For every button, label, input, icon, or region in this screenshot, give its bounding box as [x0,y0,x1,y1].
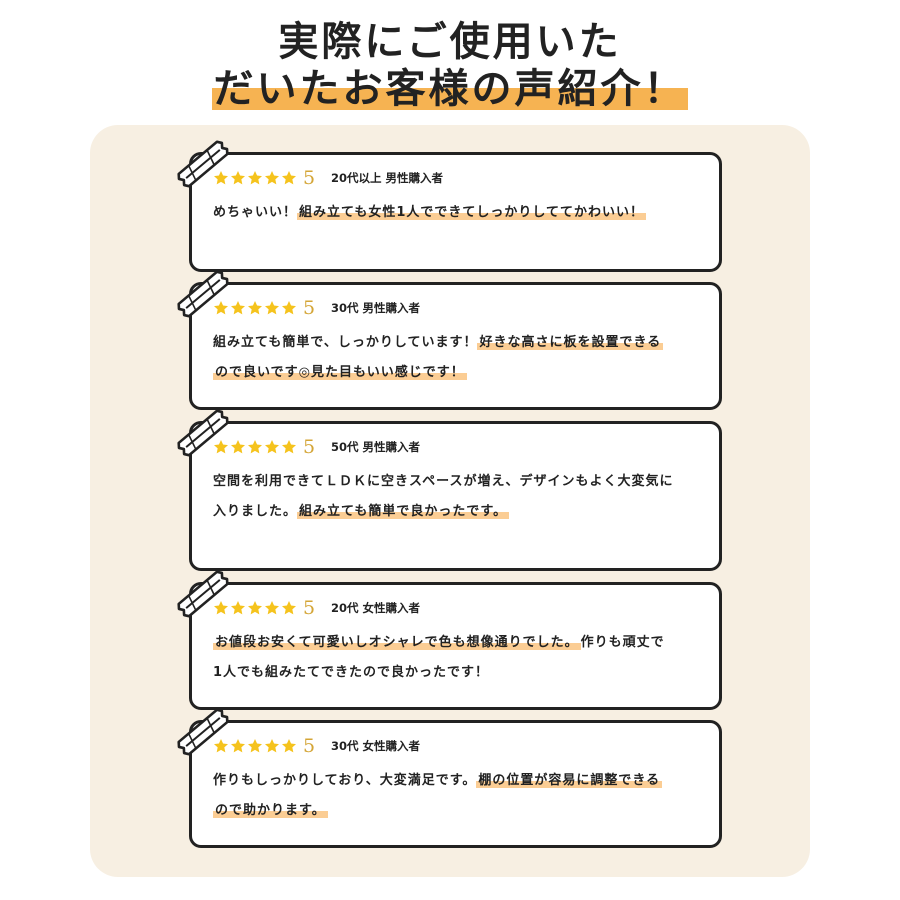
rating-score: 5 [303,735,316,757]
masking-tape-icon [175,138,231,190]
rating-score: 5 [303,297,316,319]
highlighted-text: ので助かります。 [213,803,328,818]
review-text-line: 1人でも組みたてできたので良かったです！ [213,658,719,688]
review-text: 組み立ても簡単で、しっかりしています！好きな高さに板を設置できる ので良いです◎… [213,328,719,388]
reviewer-label: 20代以上 男性購入者 [331,171,444,185]
review-text-line: めちゃいい！組み立ても女性1人でできてしっかりしててかわいい！ [213,198,719,228]
reviewer-label: 20代 女性購入者 [331,601,421,615]
star-icon [282,601,296,615]
review-meta: 5 20代以上 男性購入者 [213,168,719,188]
review-meta: 5 50代 男性購入者 [213,437,719,457]
review-text-line: ので良いです◎見た目もいい感じです！ [213,358,719,388]
review-card: 5 20代以上 男性購入者 めちゃいい！組み立ても女性1人でできてしっかりしてて… [175,138,722,272]
highlighted-text: 棚の位置が容易に調整できる [476,773,663,788]
masking-tape-icon [175,568,231,620]
highlighted-text: ので良いです◎見た目もいい感じです！ [213,365,467,380]
title-highlight-bar [212,88,688,110]
review-text-segment: 組み立ても簡単で、しっかりしています！ [213,335,478,350]
masking-tape-icon [175,407,231,459]
review-card: 5 20代 女性購入者 お値段お安くて可愛いしオシャレで色も想像通りでした。作り… [175,568,722,710]
review-text: 作りもしっかりしており、大変満足です。棚の位置が容易に調整できる ので助かります… [213,766,719,826]
masking-tape-icon [175,268,231,320]
rating-score: 5 [303,167,316,189]
star-icon [265,440,279,454]
review-meta: 5 20代 女性購入者 [213,598,719,618]
review-text-segment: 1人でも組みたてできたので良かったです！ [213,665,490,680]
reviewer-label: 30代 女性購入者 [331,739,421,753]
review-text-line: 空間を利用できてＬＤＫに空きスペースが増え、デザインもよく大変気に [213,467,719,497]
highlighted-text: 組み立ても簡単で良かったです。 [297,504,510,519]
review-text-line: ので助かります。 [213,796,719,826]
star-icon [282,440,296,454]
reviewer-label: 30代 男性購入者 [331,301,421,315]
star-icon [265,171,279,185]
highlighted-text: お値段お安くて可愛いしオシャレで色も想像通りでした。 [213,635,581,650]
star-icon [265,601,279,615]
review-text: めちゃいい！組み立ても女性1人でできてしっかりしててかわいい！ [213,198,719,228]
highlighted-text: 組み立ても女性1人でできてしっかりしててかわいい！ [297,205,647,220]
review-text-segment: 入りました。 [213,504,298,519]
review-text-line: お値段お安くて可愛いしオシャレで色も想像通りでした。作りも頑丈で [213,628,719,658]
star-icon [282,739,296,753]
review-text-segment: 作りもしっかりしており、大変満足です。 [213,773,477,788]
star-icon [248,301,262,315]
review-text-line: 入りました。組み立ても簡単で良かったです。 [213,497,719,527]
star-icon [265,301,279,315]
rating-score: 5 [303,597,316,619]
page-title-line-1: 実際にご使用いた [278,19,622,65]
star-icon [282,301,296,315]
review-meta: 5 30代 女性購入者 [213,736,719,756]
review-text-segment: 作りも頑丈で [580,635,665,650]
rating-score: 5 [303,436,316,458]
star-icon [248,601,262,615]
reviewer-label: 50代 男性購入者 [331,440,421,454]
review-card: 5 30代 女性購入者 作りもしっかりしており、大変満足です。棚の位置が容易に調… [175,706,722,848]
review-text: お値段お安くて可愛いしオシャレで色も想像通りでした。作りも頑丈で 1人でも組みた… [213,628,719,688]
page-title-line-2: だいたお客様の声紹介！ [213,66,687,112]
review-card: 5 30代 男性購入者 組み立ても簡単で、しっかりしています！好きな高さに板を設… [175,268,722,410]
review-text: 空間を利用できてＬＤＫに空きスペースが増え、デザインもよく大変気に 入りました。… [213,467,719,527]
review-text-line: 組み立ても簡単で、しっかりしています！好きな高さに板を設置できる [213,328,719,358]
highlighted-text: 好きな高さに板を設置できる [477,335,664,350]
star-icon [248,440,262,454]
review-text-line: 作りもしっかりしており、大変満足です。棚の位置が容易に調整できる [213,766,719,796]
review-text-segment: めちゃいい！ [213,205,298,220]
star-icon [248,171,262,185]
review-text-segment: 空間を利用できてＬＤＫに空きスペースが増え、デザインもよく大変気に [213,474,674,489]
review-meta: 5 30代 男性購入者 [213,298,719,318]
review-card: 5 50代 男性購入者 空間を利用できてＬＤＫに空きスペースが増え、デザインもよ… [175,407,722,571]
star-icon [282,171,296,185]
star-icon [248,739,262,753]
masking-tape-icon [175,706,231,758]
star-icon [265,739,279,753]
